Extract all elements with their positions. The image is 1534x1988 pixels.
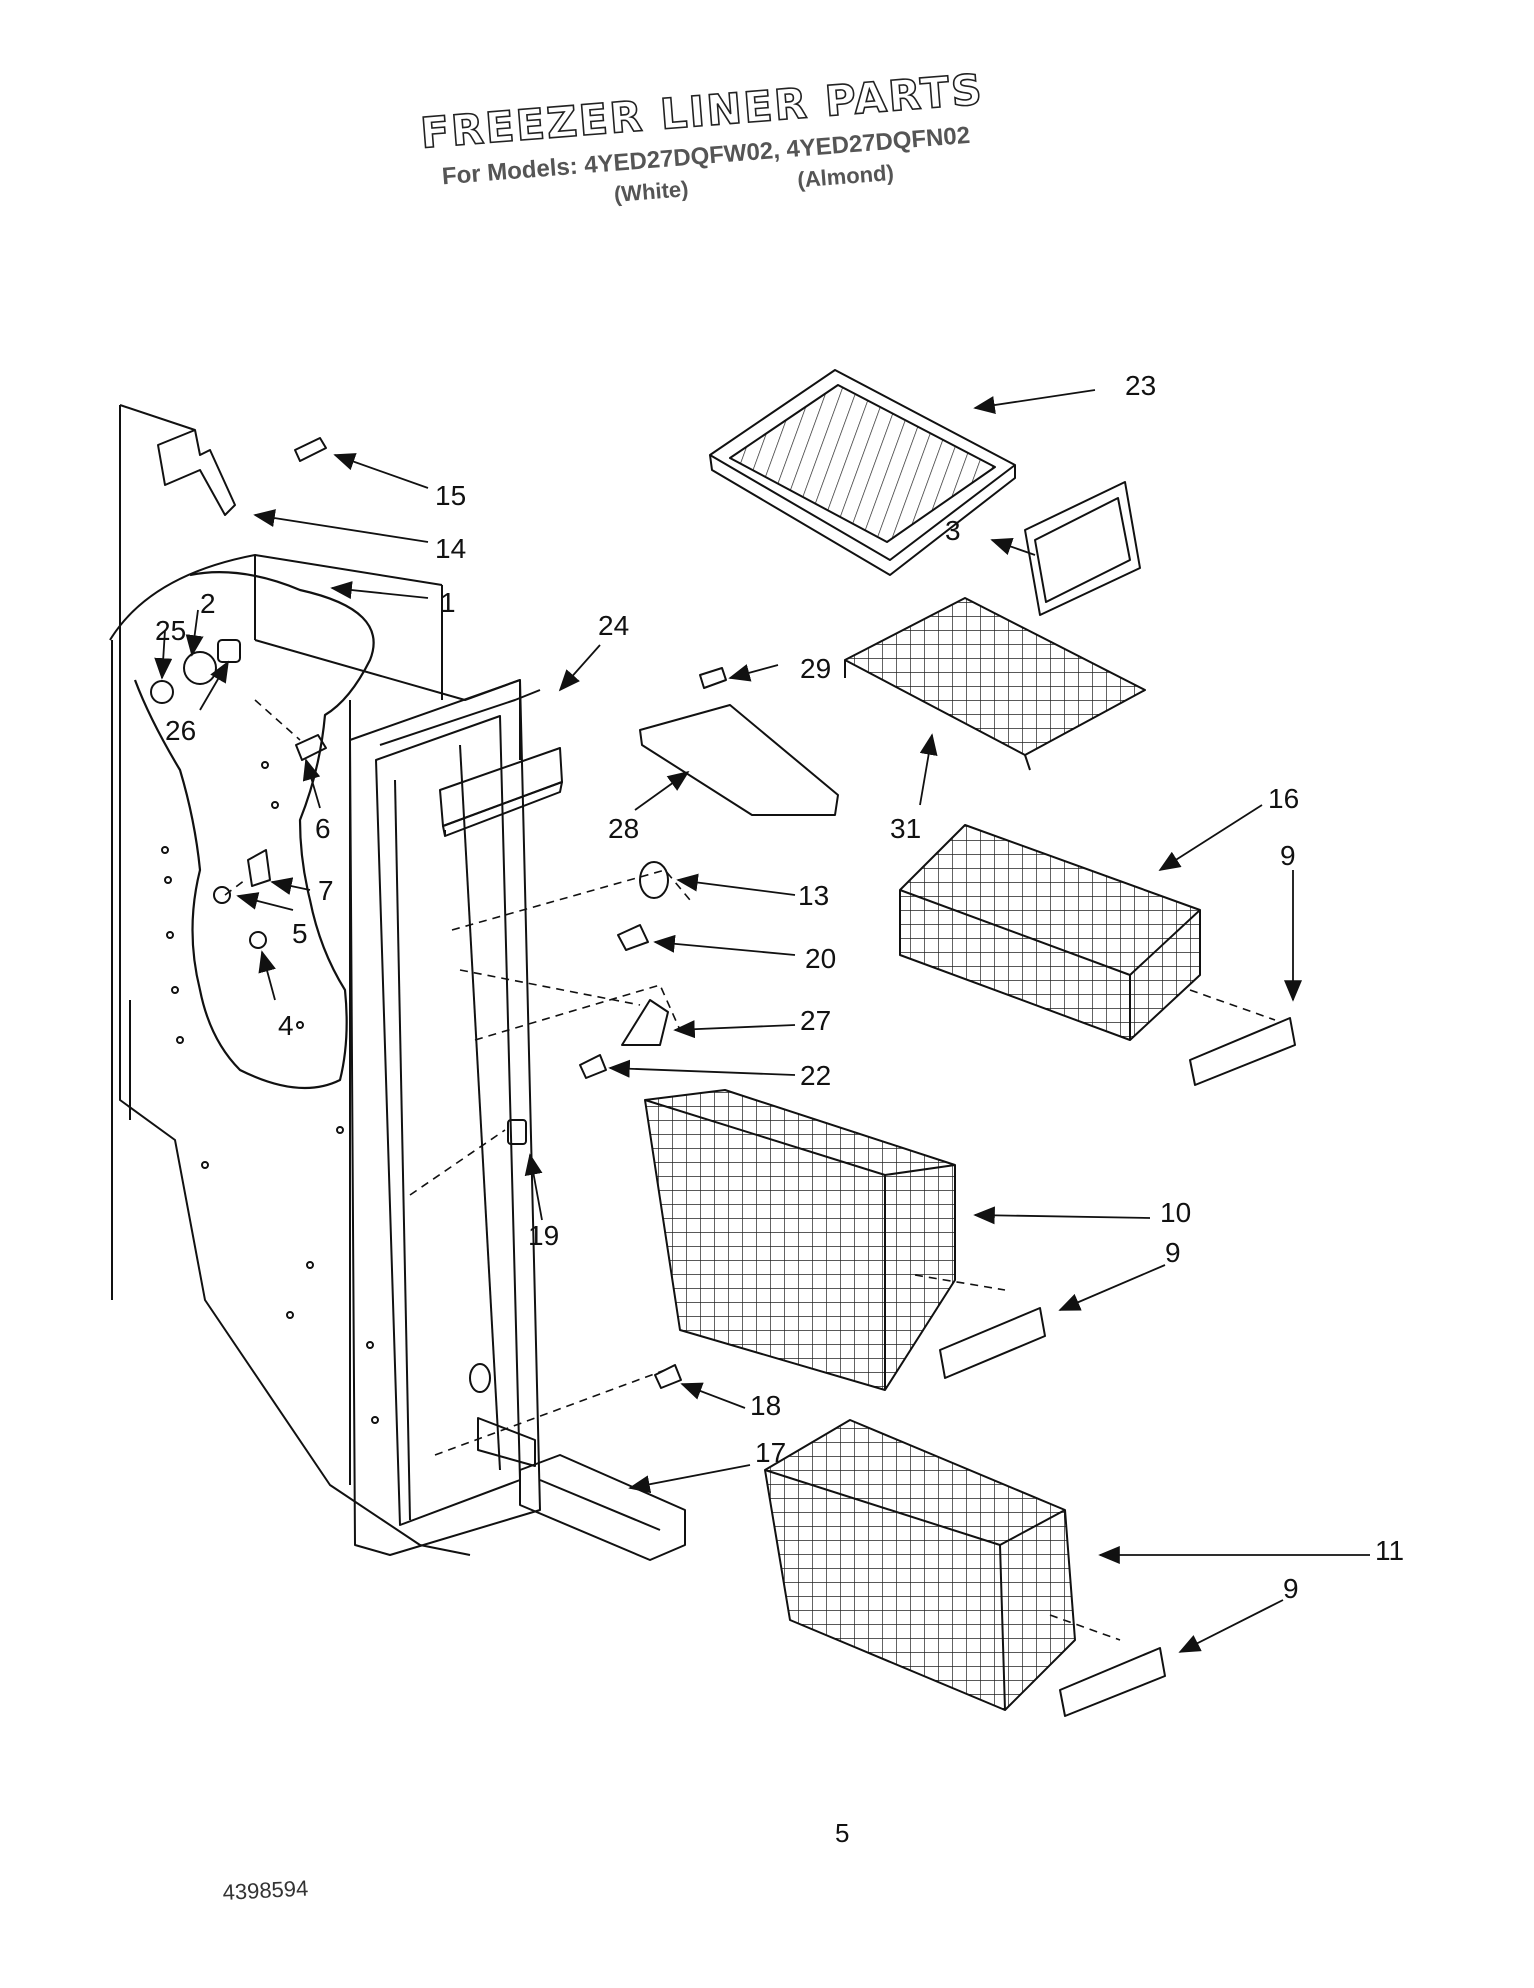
callout-15: 15 [435, 480, 466, 511]
callout-19: 19 [528, 1220, 559, 1251]
mounting-holes [161, 761, 379, 1424]
part-23-shelf [709, 369, 1016, 576]
part-15-screw [294, 437, 327, 462]
callout-29: 29 [800, 653, 831, 684]
part-18-screw [654, 1364, 682, 1389]
callout-23: 23 [1125, 370, 1156, 401]
callout-9b: 9 [1165, 1237, 1181, 1268]
callout-28: 28 [608, 813, 639, 844]
part-28-rail [639, 704, 839, 816]
part-31-wire-shelf [844, 597, 1146, 771]
callout-3: 3 [945, 515, 961, 546]
callout-9c: 9 [1283, 1573, 1299, 1604]
callout-arrows [154, 389, 1370, 1653]
part-16-basket [899, 824, 1201, 1041]
callout-31: 31 [890, 813, 921, 844]
part-5-screw [213, 886, 231, 904]
part-14-bracket [157, 429, 236, 516]
callout-24: 24 [598, 610, 629, 641]
callout-1: 1 [440, 587, 456, 618]
part-9-handle-a [1189, 1017, 1296, 1086]
callout-5: 5 [292, 918, 308, 949]
part-13-knob [639, 861, 669, 899]
callout-6: 6 [315, 813, 331, 844]
part-6-clip [295, 734, 327, 761]
callout-9a: 9 [1280, 840, 1296, 871]
part-10-basket [644, 1089, 956, 1391]
part-27-cam [621, 999, 669, 1046]
callout-4: 4 [278, 1010, 294, 1041]
callout-26: 26 [165, 715, 196, 746]
part-29-screw [699, 667, 727, 689]
freezer-liner [109, 404, 521, 1556]
part-17-grille [519, 1454, 686, 1561]
document-number: 4398594 [222, 1875, 309, 1905]
callout-labels: 23 15 14 1 2 25 26 6 7 5 4 24 3 29 28 31… [155, 370, 1404, 1604]
callout-11: 11 [1375, 1535, 1404, 1566]
callout-17: 17 [755, 1437, 786, 1468]
callout-7: 7 [318, 875, 334, 906]
part-20-screw [617, 924, 649, 951]
callout-16: 16 [1268, 783, 1299, 814]
callout-27: 27 [800, 1005, 831, 1036]
callout-14: 14 [435, 533, 466, 564]
part-22-screw [579, 1054, 607, 1079]
part-9-handle-c [1059, 1647, 1166, 1717]
callout-18: 18 [750, 1390, 781, 1421]
wire-harness [133, 571, 375, 1090]
callout-20: 20 [805, 943, 836, 974]
part-24-vent-panel [439, 747, 563, 837]
part-3-shelf-frame [1024, 481, 1141, 616]
callout-22: 22 [800, 1060, 831, 1091]
callout-13: 13 [798, 880, 829, 911]
part-11-basket [764, 1419, 1076, 1711]
liner-front-frame [349, 679, 541, 1556]
callout-25: 25 [155, 615, 186, 646]
page-number: 5 [835, 1818, 850, 1848]
part-9-handle-b [939, 1307, 1046, 1379]
callout-2: 2 [200, 588, 216, 619]
callout-10: 10 [1160, 1197, 1191, 1228]
part-7-bracket [247, 849, 271, 887]
part-19-switch [507, 1119, 527, 1145]
part-4-screw [249, 931, 267, 949]
